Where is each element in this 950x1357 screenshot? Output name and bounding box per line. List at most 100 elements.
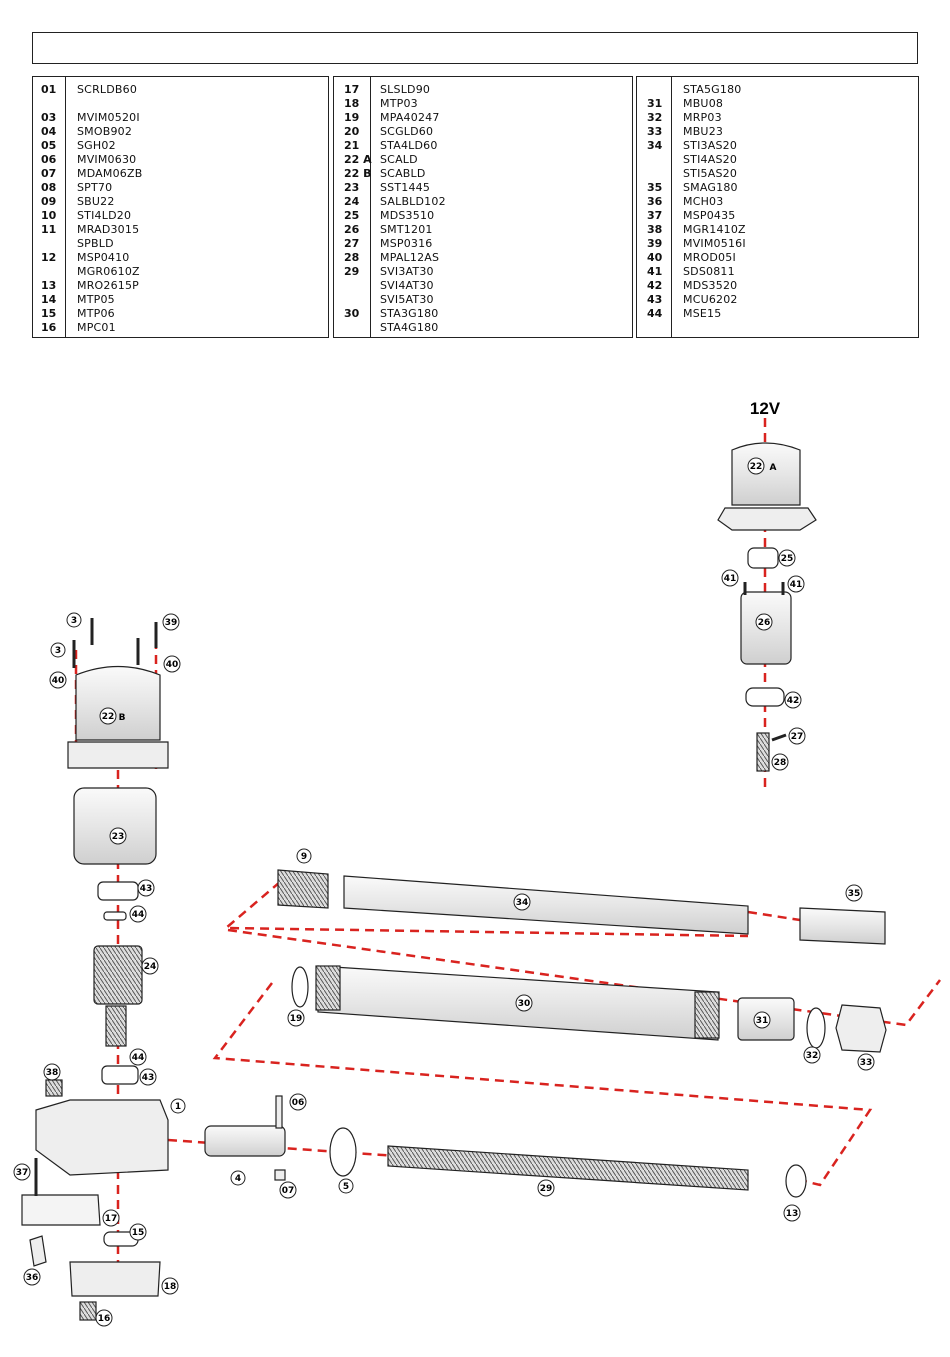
part-code: MRAD3015 bbox=[77, 223, 140, 236]
callout-9: 9 bbox=[296, 848, 312, 864]
part-code: STA4G180 bbox=[380, 321, 439, 334]
part-number: 36 bbox=[647, 195, 663, 208]
part-code: SMOB902 bbox=[77, 125, 133, 138]
part-code: SALBLD102 bbox=[380, 195, 446, 208]
callout-1: 1 bbox=[170, 1098, 186, 1114]
part-number: 11 bbox=[41, 223, 57, 236]
svg-text:43: 43 bbox=[140, 884, 153, 894]
callout-17: 17 bbox=[102, 1209, 120, 1227]
motor-22b-group bbox=[21, 618, 169, 1321]
part-code: SPBLD bbox=[77, 237, 114, 250]
svg-text:34: 34 bbox=[516, 898, 529, 908]
part-number: 07 bbox=[41, 167, 57, 180]
callout-23: 23 bbox=[109, 827, 127, 845]
part-code: STI5AS20 bbox=[683, 167, 738, 180]
callout-5: 5 bbox=[338, 1178, 354, 1194]
svg-text:16: 16 bbox=[98, 1314, 111, 1324]
part-number: 28 bbox=[344, 251, 360, 264]
callout-24: 24 bbox=[141, 957, 159, 975]
svg-text:35: 35 bbox=[848, 889, 861, 899]
part-code: SCGLD60 bbox=[380, 125, 434, 138]
part-code: SVI4AT30 bbox=[380, 279, 434, 292]
svg-text:22: 22 bbox=[750, 462, 763, 472]
svg-text:3: 3 bbox=[71, 616, 77, 626]
part-code: STI4LD20 bbox=[77, 209, 132, 222]
part-code: STA4LD60 bbox=[380, 139, 438, 152]
part-number: 17 bbox=[344, 83, 360, 96]
svg-text:18: 18 bbox=[164, 1282, 177, 1292]
motor-22a-group: 12V bbox=[717, 399, 817, 772]
part-code: MVIM0516I bbox=[683, 237, 746, 250]
part-code: MSP0316 bbox=[380, 237, 433, 250]
voltage-label: 12V bbox=[750, 399, 781, 418]
svg-text:17: 17 bbox=[105, 1214, 118, 1224]
callout-39: 39 bbox=[162, 613, 180, 631]
part-number: 16 bbox=[41, 321, 57, 334]
part-code: STA5G180 bbox=[683, 83, 742, 96]
svg-text:37: 37 bbox=[16, 1168, 29, 1178]
screw-drive-group bbox=[204, 1095, 807, 1198]
part-code: STI3AS20 bbox=[683, 139, 738, 152]
svg-text:26: 26 bbox=[758, 618, 771, 628]
part-code: MCU6202 bbox=[683, 293, 738, 306]
svg-text:B: B bbox=[119, 713, 126, 723]
callout-34: 34 bbox=[513, 893, 531, 911]
callout-31: 31 bbox=[753, 1011, 771, 1029]
part-code: MRP03 bbox=[683, 111, 722, 124]
part-number: 30 bbox=[344, 307, 360, 320]
parts-row: 04 SMOB902 bbox=[33, 125, 328, 139]
part-code: SCALD bbox=[380, 153, 418, 166]
callout-15: 15 bbox=[129, 1223, 147, 1241]
part-code: SMT1201 bbox=[380, 223, 433, 236]
part-number: 40 bbox=[647, 251, 663, 264]
part-number: 04 bbox=[41, 125, 57, 138]
parts-row: MGR0610Z bbox=[33, 265, 328, 279]
callout-35: 35 bbox=[845, 884, 863, 902]
parts-row: 11 MRAD3015 bbox=[33, 223, 328, 237]
part-code: SLSLD90 bbox=[380, 83, 431, 96]
part-code: SBU22 bbox=[77, 195, 115, 208]
part-code: MVIM0630 bbox=[77, 153, 137, 166]
callout-44b: 44 bbox=[129, 1048, 147, 1066]
part-code: MPC01 bbox=[77, 321, 116, 334]
parts-row: 17 SLSLD90 bbox=[334, 83, 632, 97]
svg-text:9: 9 bbox=[301, 852, 307, 862]
part-number: 43 bbox=[647, 293, 663, 306]
callout-3a: 3 bbox=[66, 612, 82, 628]
part-number: 22 A bbox=[344, 153, 372, 166]
part-code: MGR1410Z bbox=[683, 223, 746, 236]
svg-text:29: 29 bbox=[540, 1184, 553, 1194]
part-number: 09 bbox=[41, 195, 57, 208]
callout-44a: 44 bbox=[129, 905, 147, 923]
part-number: 03 bbox=[41, 111, 57, 124]
part-code: MSE15 bbox=[683, 307, 722, 320]
svg-text:38: 38 bbox=[46, 1068, 59, 1078]
part-number: 37 bbox=[647, 209, 663, 222]
part-code: SDS0811 bbox=[683, 265, 735, 278]
svg-text:5: 5 bbox=[343, 1182, 349, 1192]
part-number: 29 bbox=[344, 265, 360, 278]
